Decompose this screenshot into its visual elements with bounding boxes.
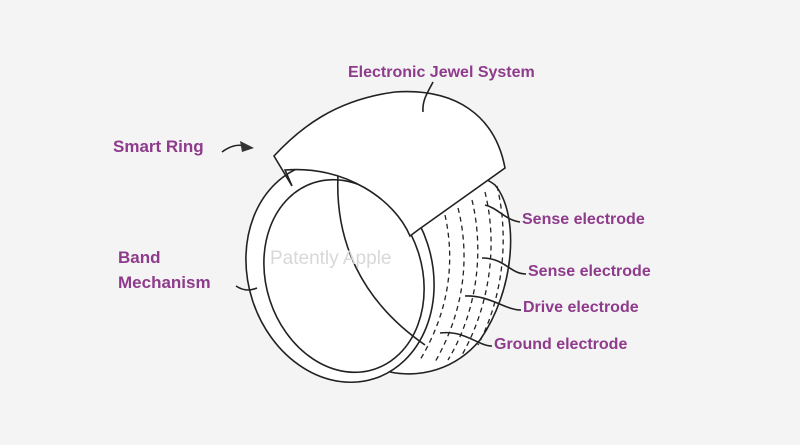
leader-sense-1 [484, 204, 521, 223]
electrode-line [477, 185, 504, 346]
leader-drive [464, 295, 522, 311]
inner-back-curve [336, 174, 426, 346]
electrode-lines [419, 185, 504, 363]
label-band: Band [118, 248, 161, 267]
label-ground-electrode: Ground electrode [494, 336, 628, 353]
leader-band [235, 285, 258, 291]
label-mechanism: Mechanism [118, 273, 211, 292]
label-sense-electrode-1: Sense electrode [522, 211, 645, 228]
label-sense-electrode-2: Sense electrode [528, 263, 651, 280]
leader-jewel [422, 81, 434, 113]
electronic-jewel [273, 90, 506, 238]
electrode-line [434, 207, 465, 363]
electrode-line [461, 191, 492, 356]
label-drive-electrode: Drive electrode [523, 299, 639, 316]
label-smart-ring: Smart Ring [113, 137, 204, 156]
watermark: Patently Apple [270, 248, 392, 269]
ring-inner-edge [263, 178, 425, 374]
leader-ground [439, 331, 493, 347]
smart-ring-arrow [221, 144, 245, 153]
label-electronic-jewel-system: Electronic Jewel System [348, 64, 535, 81]
smart-ring-arrowhead-icon [240, 141, 254, 152]
electrode-line [447, 199, 479, 361]
leader-sense-2 [481, 257, 527, 275]
